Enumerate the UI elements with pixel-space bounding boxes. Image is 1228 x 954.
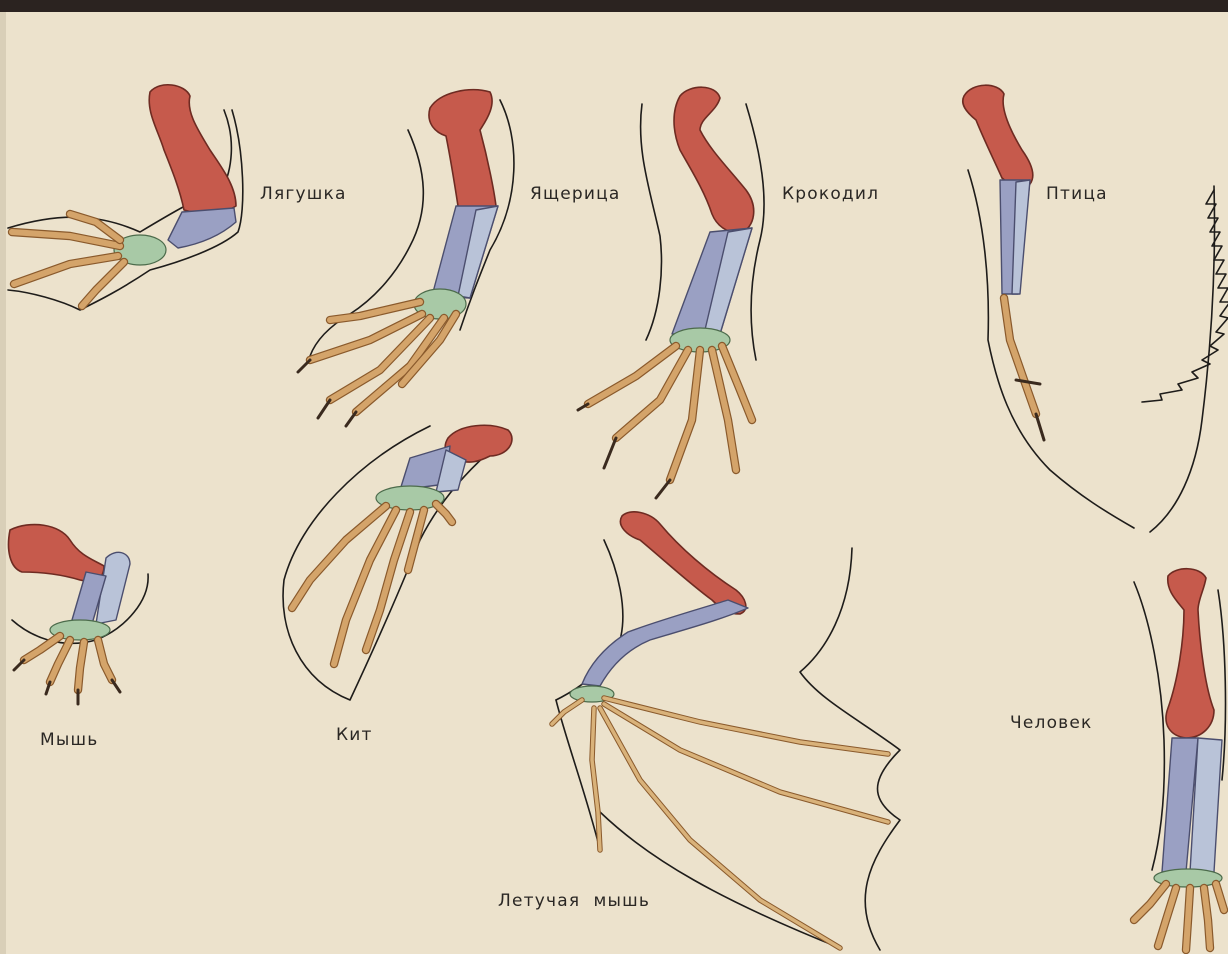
- label-whale: Кит: [336, 725, 373, 745]
- label-bat: Летучая мышь: [498, 891, 650, 911]
- label-lizard: Ящерица: [530, 184, 621, 204]
- label-frog: Лягушка: [260, 184, 347, 204]
- label-bird: Птица: [1046, 184, 1108, 204]
- label-human: Человек: [1010, 713, 1093, 733]
- label-crocodile: Крокодил: [782, 184, 879, 204]
- label-mouse: Мышь: [40, 730, 98, 750]
- scan-left-edge: [0, 12, 6, 954]
- scan-top-edge: [0, 0, 1228, 12]
